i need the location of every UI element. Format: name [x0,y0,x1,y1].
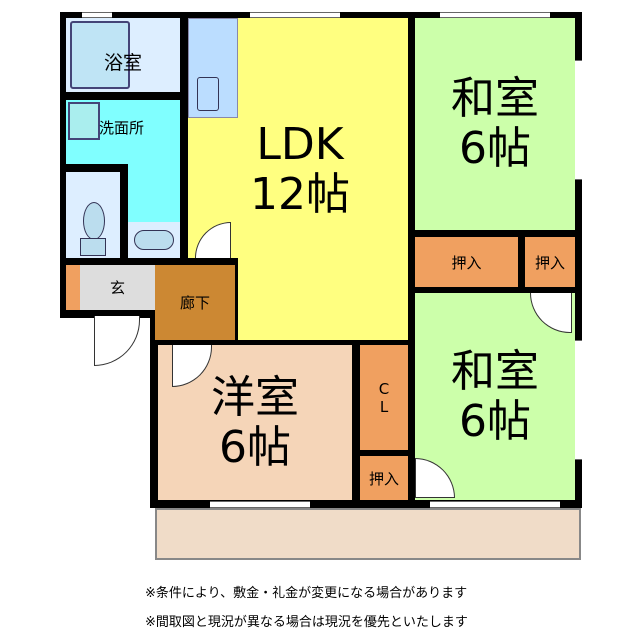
washroom-ext [128,164,180,222]
toilet-room [66,172,120,258]
oshiire-2: 押入 [525,237,575,287]
entrance-door[interactable] [94,316,140,366]
ldk-lower [238,250,408,340]
closet-label-l: L [379,397,389,416]
bath-label: 浴室 [104,52,143,74]
closet-label-c: C [378,379,390,398]
youshitsu-size: 6帖 [219,421,291,473]
sink-icon [197,77,219,111]
oshiire-1-label: 押入 [451,253,482,272]
oshiire-1: 押入 [415,237,518,287]
washitsu-1-label: 和室 [451,73,539,124]
ldk-size: 12帖 [250,169,350,220]
note-1: ※条件により、敷金・礼金が変更になる場合があります [145,586,468,601]
balcony [155,508,581,560]
oshiire-2-label: 押入 [534,253,565,272]
shoe-box [66,265,80,310]
bathroom: 浴室 [66,18,180,92]
note-2: ※間取図と現況が異なる場合は現況を優先といたします [145,615,468,630]
oshiire-3: 押入 [360,456,408,500]
washer-icon [134,230,174,250]
window-washitsu-2-side [575,340,582,460]
window-washitsu-2 [430,501,560,508]
hallway: 廊下 [155,265,235,340]
window-washitsu-1 [440,12,550,18]
ldk-name: LDK [256,119,344,170]
washitsu-1-size: 6帖 [459,123,531,174]
washroom-label: 洗面所 [99,119,145,137]
washbasin-icon [68,102,100,140]
washitsu-2-size: 6帖 [459,395,531,447]
oshiire-3-label: 押入 [368,469,399,488]
window-washitsu-1-side [575,60,582,180]
washroom: 洗面所 [66,100,180,164]
toilet-tank-icon [80,238,106,256]
entrance: 玄 [80,265,155,310]
ldk-label: LDK 12帖 [200,110,400,230]
window-bath [82,12,112,18]
toilet-icon [83,202,105,240]
window-youshitsu [210,501,310,508]
bathtub-icon [70,21,130,89]
washitsu-1: 和室 6帖 [415,18,575,230]
hallway-label: 廊下 [179,294,210,312]
kitchen-counter [188,18,238,118]
laundry-space [128,222,180,258]
closet: C L [360,345,408,450]
washitsu-2: 和室 6帖 [415,293,575,500]
washitsu-2-label: 和室 [451,345,539,397]
entrance-label: 玄 [109,279,125,297]
window-ldk [250,12,340,18]
youshitsu-label: 洋室 [211,371,299,423]
